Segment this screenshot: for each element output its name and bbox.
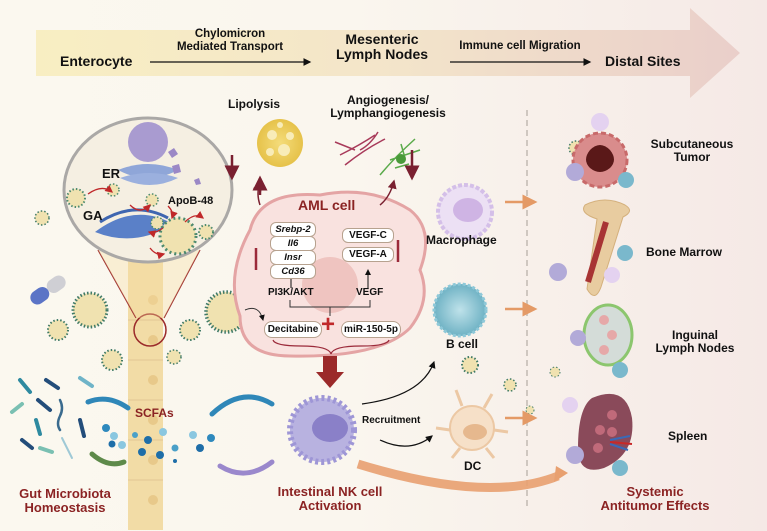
label-bone-marrow: Bone Marrow	[646, 245, 723, 259]
label-subcutaneous-tumor: Subcutaneous Tumor	[650, 137, 734, 164]
b-cell	[432, 282, 488, 338]
pathway-pi3k-akt: PI3K/AKT	[268, 287, 314, 298]
label-recruitment: Recruitment	[362, 415, 421, 426]
label-b-cell: B cell	[446, 337, 479, 351]
step-distal-sites: Distal Sites	[605, 53, 681, 69]
process-banner-arrow	[36, 8, 740, 98]
label-lipolysis: Lipolysis	[228, 97, 281, 111]
pathway-vegf: VEGF	[356, 287, 384, 298]
bone-marrow-icon	[549, 199, 633, 296]
label-apob48: ApoB-48	[168, 195, 214, 207]
label-systemic-antitumor: Systemic Antitumor Effects	[600, 484, 710, 513]
inguinal-lymph-node-icon	[549, 303, 634, 378]
label-angiogenesis: Angiogenesis/ Lymphangiogenesis	[330, 93, 446, 120]
dendritic-cell	[435, 389, 509, 459]
treatment-mir-150-5p: miR-150-5p	[341, 321, 401, 338]
enterocyte-cell-detail	[62, 116, 234, 264]
gene-vegf-a: VEGF-A	[342, 247, 394, 262]
treatment-plus: +	[321, 311, 336, 338]
drug-capsule	[30, 275, 66, 305]
spleen-icon	[562, 393, 633, 476]
gene-cd36: Cd36	[270, 264, 316, 279]
gene-il6: Il6	[270, 236, 316, 251]
aml-cell-title: AML cell	[298, 197, 356, 213]
label-inguinal-lymph-nodes: Inguinal Lymph Nodes	[655, 328, 735, 355]
arrow-label-chylomicron: Chylomicron Mediated Transport	[176, 28, 284, 53]
scfa-flow-arrows	[85, 394, 275, 476]
gene-vegf-c: VEGF-C	[342, 228, 394, 243]
label-scfas: SCFAs	[135, 406, 174, 420]
macrophage-cell	[436, 183, 494, 241]
subcutaneous-tumor-icon	[566, 113, 634, 189]
treatment-decitabine: Decitabine	[264, 321, 322, 338]
gut-bacteria	[10, 376, 94, 459]
label-dc: DC	[464, 459, 482, 473]
intestinal-epithelium	[97, 240, 201, 530]
arrow-label-immune-migration: Immune cell Migration	[459, 40, 581, 52]
label-gut-microbiota: Gut Microbiota Homeostasis	[19, 486, 111, 515]
label-er: ER	[102, 166, 121, 181]
adipocyte-lipolysis	[224, 119, 303, 195]
gene-srebp2: Srebp-2	[270, 222, 316, 237]
scfa-molecules	[102, 424, 215, 463]
label-spleen: Spleen	[668, 429, 708, 443]
migration-arrows	[356, 194, 568, 493]
step-mesenteric-lymph-nodes: Mesenteric Lymph Nodes	[335, 31, 429, 63]
nk-cell	[287, 395, 357, 465]
step-enterocyte: Enterocyte	[60, 53, 133, 69]
blood-lymph-vessels	[334, 131, 421, 181]
label-nk-activation: Intestinal NK cell Activation	[277, 484, 383, 513]
gene-insr: Insr	[270, 250, 316, 265]
label-ga: GA	[83, 208, 103, 223]
label-macrophage: Macrophage	[426, 233, 497, 247]
